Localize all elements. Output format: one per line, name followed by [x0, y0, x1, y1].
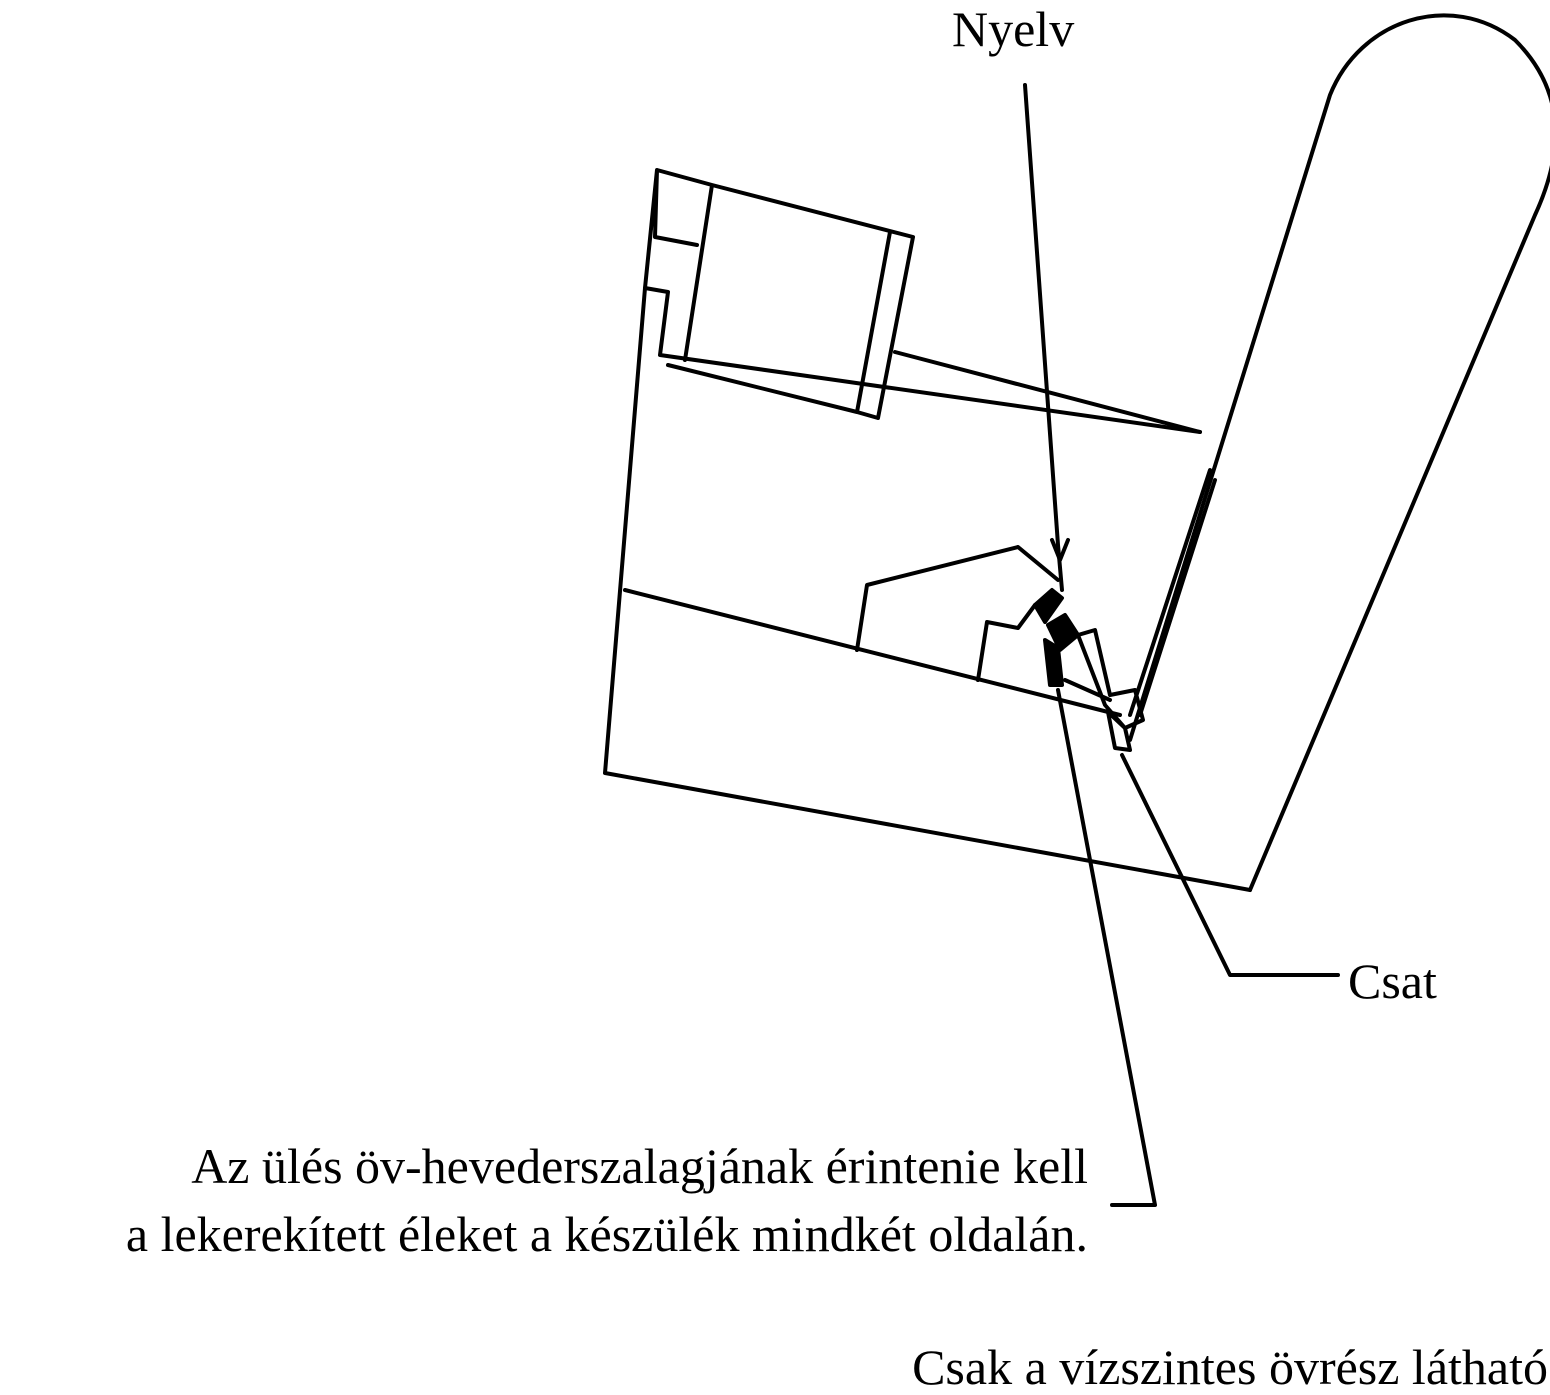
seat-back-outline	[1128, 13, 1550, 892]
child-seat-base	[855, 545, 1060, 682]
buckle-leader-line	[1120, 753, 1340, 977]
tongue-component	[1033, 588, 1080, 687]
buckle-component	[1063, 628, 1145, 752]
seat-back	[1200, 10, 1550, 890]
seat-cushion	[603, 286, 1252, 892]
instruction-leader-line	[1056, 688, 1157, 1207]
instruction-line-2: a lekerekített éleket a készülék mindkét…	[125, 1206, 1088, 1262]
tongue-leader-arrow	[1050, 538, 1070, 562]
figure-caption: Csak a vízszintes övrész látható	[912, 1339, 1548, 1395]
lap-belt-line	[623, 588, 1122, 717]
buckle-strap	[1128, 468, 1217, 717]
buckle-label: Csat	[1348, 953, 1437, 1009]
tongue-label: Nyelv	[952, 1, 1075, 57]
instruction-text: Az ülés öv-hevederszalagjának érintenie …	[126, 1132, 1088, 1268]
instruction-line-1: Az ülés öv-hevederszalagjának érintenie …	[191, 1138, 1088, 1194]
child-seat-headrest	[643, 168, 1202, 434]
tongue-leader-line	[1023, 83, 1064, 592]
